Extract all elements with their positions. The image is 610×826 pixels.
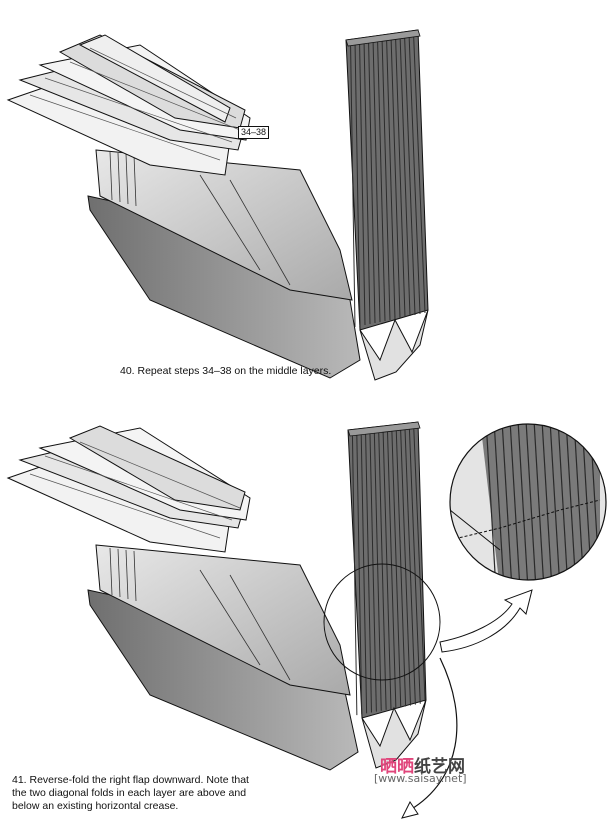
zoom-pleat-stripe xyxy=(565,424,577,580)
pleat-stripe xyxy=(377,37,386,322)
flap-creases xyxy=(29,441,241,539)
pleat-stripe xyxy=(400,425,411,706)
body-top xyxy=(95,544,351,696)
bottom-point xyxy=(361,699,427,769)
pleat-stripe xyxy=(378,428,387,710)
pleat-stripe xyxy=(408,424,421,704)
flap-creases xyxy=(29,47,241,161)
pleat-stripe xyxy=(391,426,402,708)
body-pleats xyxy=(109,151,291,286)
pleat-stripe xyxy=(395,426,407,707)
zoom-pleat-stripe xyxy=(493,424,505,580)
pleat-stripe xyxy=(368,38,376,324)
vertical-flap xyxy=(347,421,427,719)
stacked-flaps xyxy=(6,425,251,553)
step-40-caption: 40. Repeat steps 34–38 on the middle lay… xyxy=(120,365,332,377)
pleat-stripe xyxy=(363,39,371,325)
pleat-stripe xyxy=(360,430,368,714)
pleat-stripe xyxy=(413,32,426,314)
bottom-point xyxy=(359,309,429,381)
zoom-pleat-stripe xyxy=(517,424,529,580)
step-41-caption-line: the two diagonal folds in each layer are… xyxy=(12,787,247,799)
pleat-stripe xyxy=(408,33,421,315)
body-top xyxy=(95,149,353,301)
step-41-caption-line: below an existing horizontal crease. xyxy=(12,800,179,812)
zoom-pleat-stripe xyxy=(533,424,545,580)
watermark-brand-pink: 晒晒 xyxy=(380,757,414,777)
pleat-stripe xyxy=(351,431,358,716)
zoom-pleat-stripe xyxy=(549,424,561,580)
pleat-stripe xyxy=(386,36,396,320)
pleat-stripe xyxy=(359,40,366,326)
pleat-stripe xyxy=(369,429,377,712)
zoom-pleat-stripe xyxy=(541,424,553,580)
pleat-stripe xyxy=(372,38,381,323)
zoom-pleat-stripe xyxy=(501,424,513,580)
pleat-stripe xyxy=(382,427,392,710)
step-41-diagram xyxy=(6,421,607,819)
zoom-detail xyxy=(449,423,607,581)
zoom-pleat-stripe xyxy=(557,424,569,580)
zoom-arrow xyxy=(439,589,533,653)
watermark-brand-dark: 纸艺网 xyxy=(414,757,465,777)
pleat-stripe xyxy=(399,34,411,317)
pleat-stripe xyxy=(404,33,416,316)
detail-highlight-circle xyxy=(323,563,441,681)
pleat-stripe xyxy=(395,35,406,318)
pleat-stripe xyxy=(350,41,356,328)
body-pleats xyxy=(109,547,291,681)
zoom-pleat-stripe xyxy=(509,424,521,580)
pleat-stripe xyxy=(413,424,426,703)
step-40-diagram xyxy=(6,29,429,381)
watermark-url: [www.saisay.net] xyxy=(374,772,467,785)
stacked-flaps xyxy=(6,34,251,176)
pleat-stripe xyxy=(381,36,391,321)
step-41-caption-line: 41. Reverse-fold the right flap downward… xyxy=(12,774,249,786)
zoom-pleat-stripe xyxy=(485,424,497,580)
vertical-flap xyxy=(345,29,429,331)
pleat-stripe xyxy=(365,429,372,713)
pleat-stripe xyxy=(390,35,401,319)
reverse-fold-arrowhead xyxy=(401,801,419,819)
step-41-caption: 41. Reverse-fold the right flap downward… xyxy=(12,774,249,813)
pleat-stripe xyxy=(354,40,361,327)
pleat-stripe xyxy=(356,430,363,715)
pleat-stripe xyxy=(386,427,397,709)
watermark: 晒晒纸艺网 xyxy=(380,752,465,777)
reverse-fold-arrow xyxy=(409,657,458,811)
step-reference-label: 34–38 xyxy=(238,126,270,139)
pleat-stripe xyxy=(404,425,416,705)
pleat-stripe xyxy=(373,428,382,711)
zoom-pleat-stripe xyxy=(525,424,537,580)
